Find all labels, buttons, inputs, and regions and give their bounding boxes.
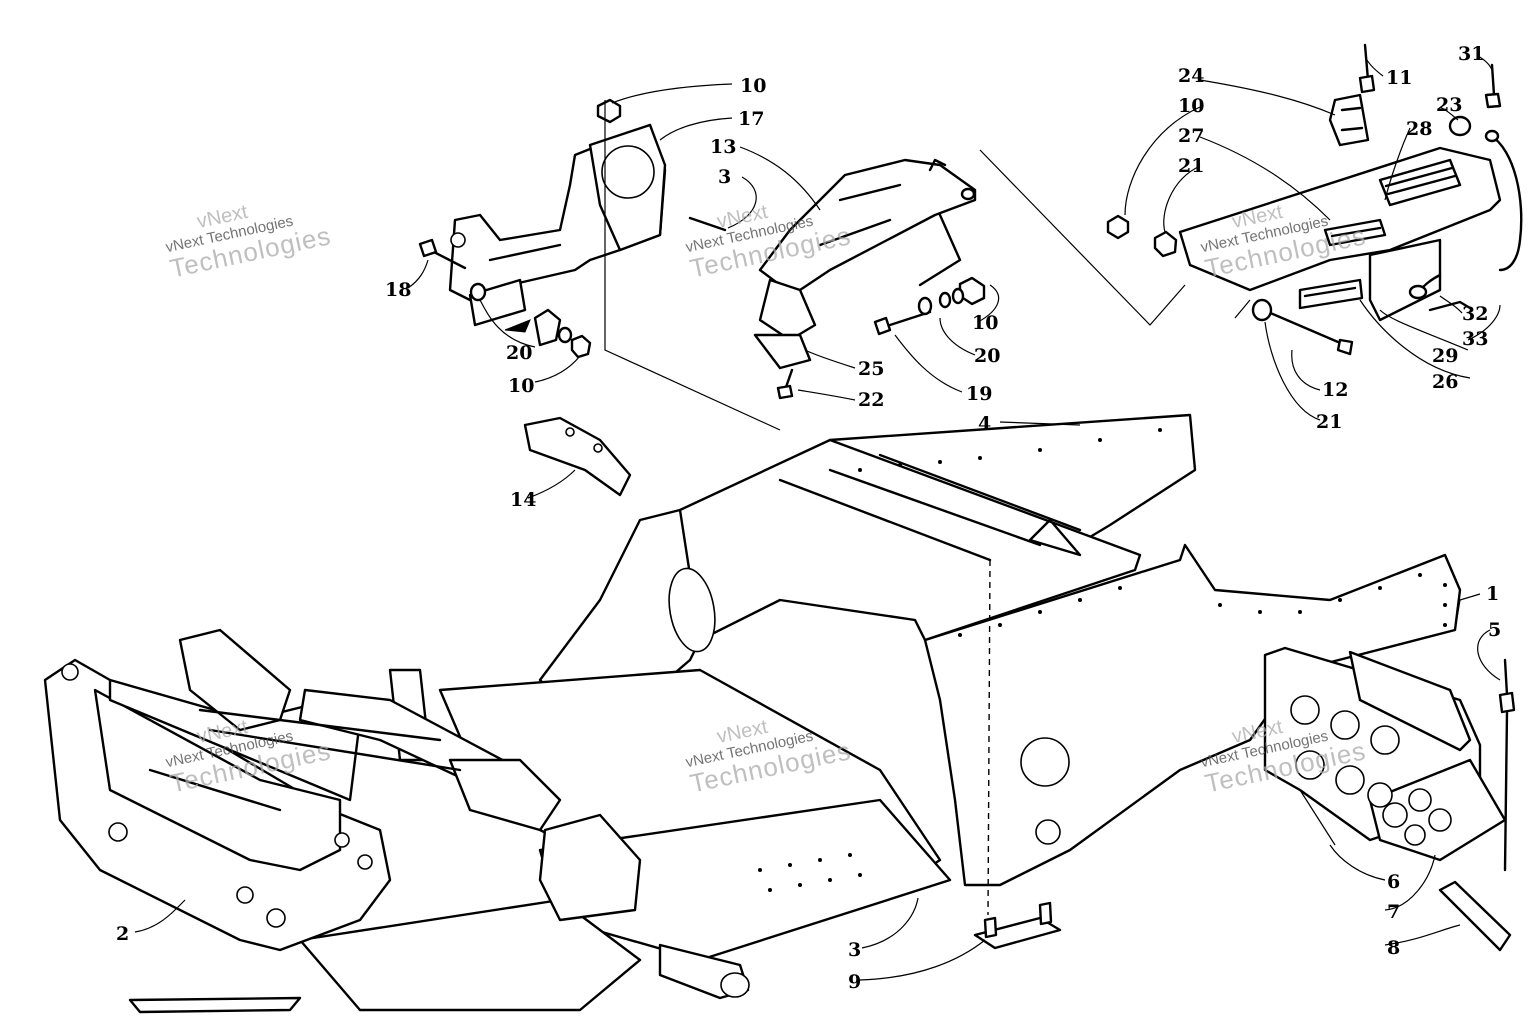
callout-24: 24 <box>1178 65 1204 87</box>
steering-support <box>753 158 986 400</box>
callout-10-a: 10 <box>740 75 766 97</box>
left-steering-bracket <box>418 98 727 359</box>
callout-11: 11 <box>1386 67 1412 89</box>
callout-29: 29 <box>1432 345 1458 367</box>
callout-4: 4 <box>978 413 991 435</box>
callout-26: 25 <box>858 358 884 380</box>
callout-20-a: 20 <box>506 342 532 364</box>
bracket-14 <box>523 416 632 497</box>
callout-10-d: 10 <box>1178 95 1204 117</box>
callout-21-b: 21 <box>1316 411 1342 433</box>
callout-23: 23 <box>1436 94 1462 116</box>
callout-33: 33 <box>1462 328 1488 350</box>
callout-21-a: 21 <box>1178 155 1204 177</box>
callout-14: 14 <box>510 489 536 511</box>
callout-8: 8 <box>1387 937 1400 959</box>
callout-18: 18 <box>385 279 411 301</box>
callout-5: 5 <box>1488 619 1501 641</box>
callout-1: 1 <box>1486 583 1499 605</box>
callout-3-a: 3 <box>718 166 731 188</box>
callout-10-b: 10 <box>508 375 534 397</box>
callout-12: 12 <box>1322 379 1348 401</box>
callout-2: 2 <box>116 923 129 945</box>
callout-19: 19 <box>966 383 992 405</box>
callout-3-b: 3 <box>848 939 861 961</box>
callout-13: 13 <box>710 136 736 158</box>
callout-numbers: 10 17 13 3 18 20 10 25 22 10 20 19 4 14 … <box>116 43 1501 993</box>
callout-10-c: 10 <box>972 312 998 334</box>
callout-20-b: 20 <box>974 345 1000 367</box>
callout-32: 32 <box>1462 303 1488 325</box>
callout-28: 28 <box>1406 118 1432 140</box>
console-plate <box>1106 43 1523 356</box>
mount-pad <box>973 901 1062 950</box>
callout-leaders <box>134 55 1501 981</box>
callout-9: 9 <box>848 971 861 993</box>
callout-7: 7 <box>1387 901 1400 923</box>
callout-22: 22 <box>858 389 884 411</box>
callout-25: 26 <box>1432 371 1458 393</box>
callout-17: 17 <box>738 108 764 130</box>
front-bumper-assembly <box>43 628 750 1014</box>
callout-6: 6 <box>1387 871 1400 893</box>
callout-27: 27 <box>1178 125 1204 147</box>
main-chassis <box>298 413 1462 1012</box>
footrest-bracket <box>1263 646 1516 952</box>
callout-31: 31 <box>1458 43 1484 65</box>
